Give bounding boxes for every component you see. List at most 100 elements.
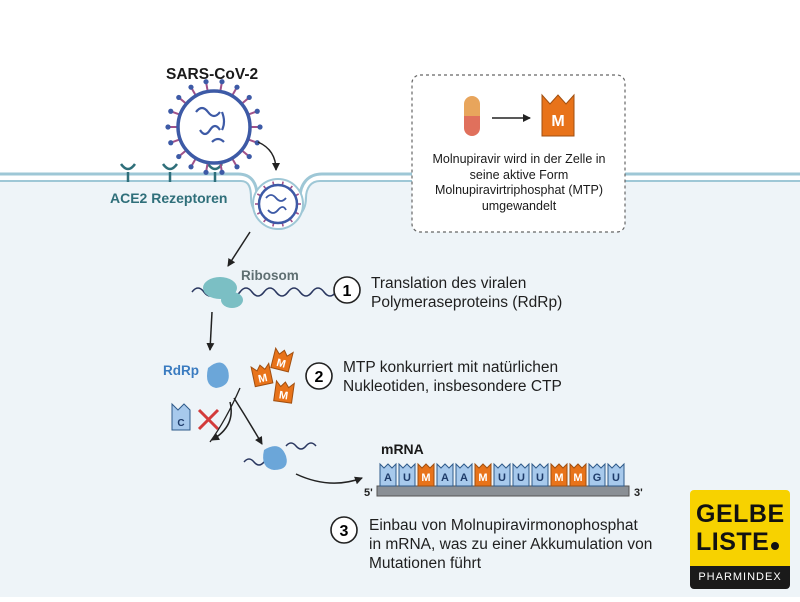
mrna-nucleotide-letter: M — [554, 472, 563, 484]
logo-subtitle: PHARMINDEX — [690, 566, 790, 589]
virus-particle — [165, 79, 263, 175]
gelbe-liste-logo: GELBE LISTE PHARMINDEX — [690, 490, 790, 589]
mrna-nucleotide-letter: M — [478, 472, 487, 484]
mtp-molecule-letter: M — [275, 357, 287, 371]
spike-head — [176, 153, 182, 160]
logo-yellow-panel: GELBE LISTE — [690, 490, 790, 566]
spike-head — [246, 94, 252, 101]
step-3-text: Einbau von Molnupiravirmonophosphat in m… — [369, 516, 652, 573]
three-prime-label: 3' — [634, 487, 643, 499]
info-line: seine aktive Form — [469, 167, 569, 182]
logo-line-2-text: LISTE — [696, 528, 770, 556]
info-box-text: Molnupiravir wird in der Zelle in seine … — [414, 152, 624, 214]
virus-label: SARS-CoV-2 — [166, 66, 259, 83]
spike-head — [165, 124, 171, 130]
mtp-molecule-icon: M — [250, 362, 274, 388]
rejected-arrow — [211, 401, 232, 441]
logo-line-1: GELBE — [696, 500, 785, 528]
mtp-molecule-letter: M — [278, 389, 289, 402]
info-line: umgewandelt — [481, 198, 557, 213]
mrna-nucleotide: A — [379, 462, 397, 487]
competition-arrow-left — [209, 387, 241, 443]
to-rdrp-arrow — [206, 311, 215, 351]
info-line: Molnupiravir wird in der Zelle in — [432, 152, 606, 166]
step-3-line: in mRNA, was zu einer Akkumulation von — [369, 536, 653, 553]
mrna-label: mRNA — [381, 441, 424, 457]
spike-head — [246, 153, 252, 160]
rdrp-protein — [207, 362, 229, 388]
mtp-molecule-letter: M — [257, 372, 268, 386]
mtp-letter: M — [551, 113, 564, 130]
mtp-molecule-icon: M — [273, 379, 295, 404]
endocytosed-virus — [252, 178, 304, 230]
spike-head — [219, 169, 225, 175]
to-mrna-arrow — [295, 473, 363, 485]
ribosome-label: Ribosom — [241, 268, 299, 283]
spike-head — [219, 79, 225, 85]
step-1-text: Translation des viralen Polymeraseprotei… — [371, 274, 562, 312]
mrna-nucleotide: U — [493, 462, 511, 487]
mrna-nucleotide: A — [436, 462, 454, 487]
ace2-receptor — [161, 163, 179, 182]
ctp-nucleotide-icon — [171, 402, 191, 431]
spike-head — [203, 169, 209, 175]
step-2-text: MTP konkurriert mit natürlichen Nukleoti… — [343, 358, 562, 396]
step-1-line: Polymeraseproteins (RdRp) — [371, 294, 563, 311]
mrna-nucleotide-letter: M — [573, 472, 582, 484]
mrna-nucleotide-letter: U — [498, 472, 506, 484]
ace2-receptor — [119, 163, 137, 182]
spike-head — [254, 108, 260, 114]
entry-arrow — [257, 141, 280, 171]
spike-head — [234, 84, 240, 90]
mrna-nucleotide: A — [455, 462, 473, 487]
step-2-marker: 2 — [305, 362, 333, 390]
mrna-nucleotide: G — [588, 462, 606, 487]
spike-head — [203, 79, 209, 85]
step-3-line: Mutationen führt — [369, 555, 482, 572]
free-mtp-molecules: MMM — [250, 346, 295, 404]
logo-line-2: LISTE — [696, 528, 780, 557]
step-1-number: 1 — [343, 283, 352, 300]
info-line: Molnupiravirtriphosphat (MTP) — [434, 183, 604, 197]
receptor-label: ACE2 Rezeptoren — [110, 190, 228, 206]
mrna-nucleotide-letter: M — [421, 472, 430, 484]
spike-head — [257, 124, 263, 130]
blocked-cross-icon — [197, 408, 220, 431]
ctp-letter: C — [177, 418, 184, 429]
five-prime-label: 5' — [364, 487, 373, 499]
mrna-nucleotide-letter: U — [536, 472, 544, 484]
mrna-nucleotide: U — [398, 462, 416, 487]
mrna-nucleotide: M — [569, 462, 587, 487]
mrna-nucleotide-letter: U — [612, 472, 620, 484]
step-3-marker: 3 — [330, 516, 358, 544]
spike-head — [188, 164, 194, 170]
rdrp-label: RdRp — [163, 363, 199, 378]
mrna-nucleotide-letter: A — [384, 472, 392, 484]
mrna-nucleotide-letter: U — [517, 472, 525, 484]
mrna-nucleotide-letter: G — [593, 472, 602, 484]
incorporation-arrow — [233, 397, 263, 445]
mrna-nucleotide-letter: U — [403, 472, 411, 484]
step-3-number: 3 — [340, 523, 349, 540]
spike-head — [188, 84, 194, 90]
ribosome — [203, 277, 243, 308]
mtp-molecule-icon: M — [270, 346, 294, 373]
mtp-icon — [541, 93, 575, 137]
mrna-nucleotide-letter: A — [441, 472, 449, 484]
mrna-nucleotide: M — [550, 462, 568, 487]
step-3-line: Einbau von Molnupiravirmonophosphat — [369, 517, 638, 534]
mrna-backbone — [376, 485, 630, 497]
mrna-nucleotide: U — [512, 462, 530, 487]
mrna-nucleotide: U — [607, 462, 625, 487]
step-1-line: Translation des viralen — [371, 275, 527, 292]
step-2-number: 2 — [315, 369, 324, 386]
step-2-line: MTP konkurriert mit natürlichen — [343, 359, 559, 376]
spike-head — [168, 108, 174, 114]
mrna-nucleotide: M — [417, 462, 435, 487]
spike-head — [234, 164, 240, 170]
to-ribosome-arrow — [227, 231, 251, 267]
logo-dot-icon — [771, 542, 780, 550]
